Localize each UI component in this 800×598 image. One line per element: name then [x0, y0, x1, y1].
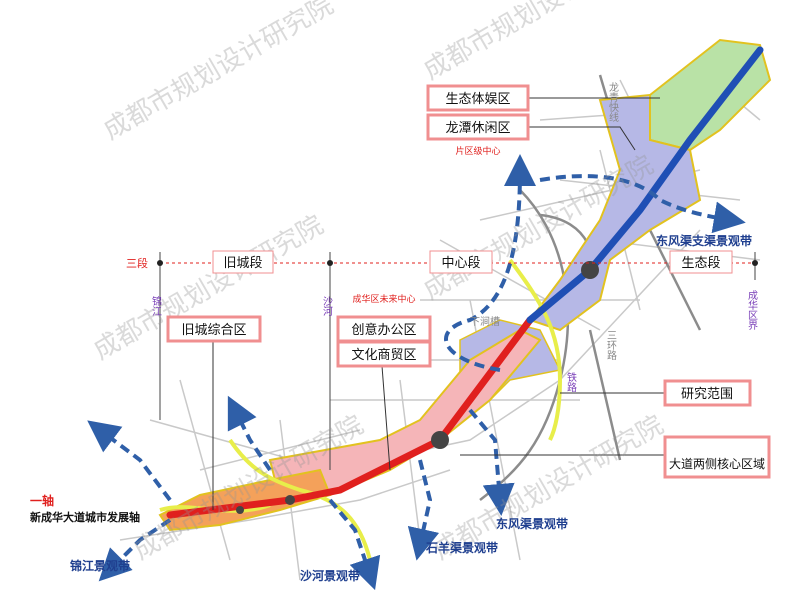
label-eco-sports: 生态体娱区 [445, 92, 510, 107]
label-creative-office: 创意办公区 [351, 322, 416, 338]
shahe-river [228, 438, 372, 561]
axis-name: 新成华大道城市发展轴 [30, 510, 140, 524]
axis-title: 一轴 [30, 493, 54, 508]
watermark-3: 成都市规划设计研究院 [89, 210, 329, 366]
river-labels: 锦江 沙河 成华区界 [150, 290, 758, 331]
landscape-belts [87, 154, 746, 591]
label-xiachengbei: 下涧槽 [470, 315, 500, 328]
label-longqing: 龙青快线 [607, 81, 619, 122]
segment-ecology: 生态段 [681, 256, 720, 271]
belt-shahe-arrow-n [227, 395, 272, 472]
label-dongfengqu-branch: 东风渠支渠景观带 [656, 233, 752, 248]
label-ring3: 三环路 [605, 330, 617, 361]
belt-shiyangqu [407, 459, 440, 561]
label-longtan-leisure: 龙潭休闲区 [445, 121, 510, 136]
watermark-1: 成都市规划设计研究院 [99, 0, 339, 146]
zone-labels: 生态体娱区 龙潭休闲区 片区级中心 旧城综合区 创意办公区 文化商贸区 成华区未… [166, 84, 771, 479]
segment-center: 中心段 [441, 256, 480, 271]
main-axis [166, 46, 764, 519]
label-shiyangqu: 石羊渠景观带 [425, 540, 498, 555]
belt-jinjiang-arrow-nw [87, 420, 172, 502]
label-dongfengqu: 东风渠景观带 [496, 516, 568, 531]
label-railway: 铁路 [565, 371, 577, 393]
belt-shahe-arrow-s [328, 498, 381, 591]
node-center [431, 431, 449, 449]
axis-labels: 一轴 新成华大道城市发展轴 [30, 493, 140, 524]
segment-old-city: 旧城段 [223, 256, 262, 271]
purple-zone-north [528, 93, 702, 332]
label-core-area: 大道两侧核心区域 [669, 457, 765, 471]
label-jinjiang-belt: 锦江景观带 [70, 558, 130, 573]
label-shahe-belt: 沙河景观带 [300, 568, 360, 583]
label-culture-trade: 文化商贸区 [351, 348, 416, 363]
axis-blue-segment [526, 46, 764, 324]
label-chenghua-boundary: 成华区界 [746, 290, 758, 331]
belt-dongfengqu-south [468, 408, 515, 516]
label-old-city-complex: 旧城综合区 [181, 323, 246, 338]
road-labels: 三环路 铁路 龙青快线 下涧槽 [470, 81, 619, 393]
belt-dongfengqu-north-loop [444, 154, 536, 372]
landscape-belt-labels: 东风渠支渠景观带 东风渠景观带 石羊渠景观带 沙河景观带 锦江景观带 [70, 233, 752, 583]
label-jinjiang: 锦江 [150, 295, 162, 316]
watermark-2: 成都市规划设计研究院 [419, 0, 659, 86]
segment-title: 三段 [126, 256, 148, 270]
node-east [581, 261, 599, 279]
railway-line [508, 258, 563, 441]
label-district-center: 片区级中心 [455, 145, 500, 157]
label-research-scope: 研究范围 [681, 387, 733, 402]
node-sw [236, 506, 244, 514]
segment-labels: 三段 旧城段 中心段 生态段 [126, 250, 733, 274]
label-shahe: 沙河 [321, 296, 333, 316]
node-west [285, 495, 295, 505]
label-future-center: 成华区未来中心 [352, 293, 415, 305]
axis-red-segment [166, 316, 534, 519]
axis-nodes [236, 261, 599, 514]
belt-jinjiang-arrow-sw [98, 518, 172, 582]
